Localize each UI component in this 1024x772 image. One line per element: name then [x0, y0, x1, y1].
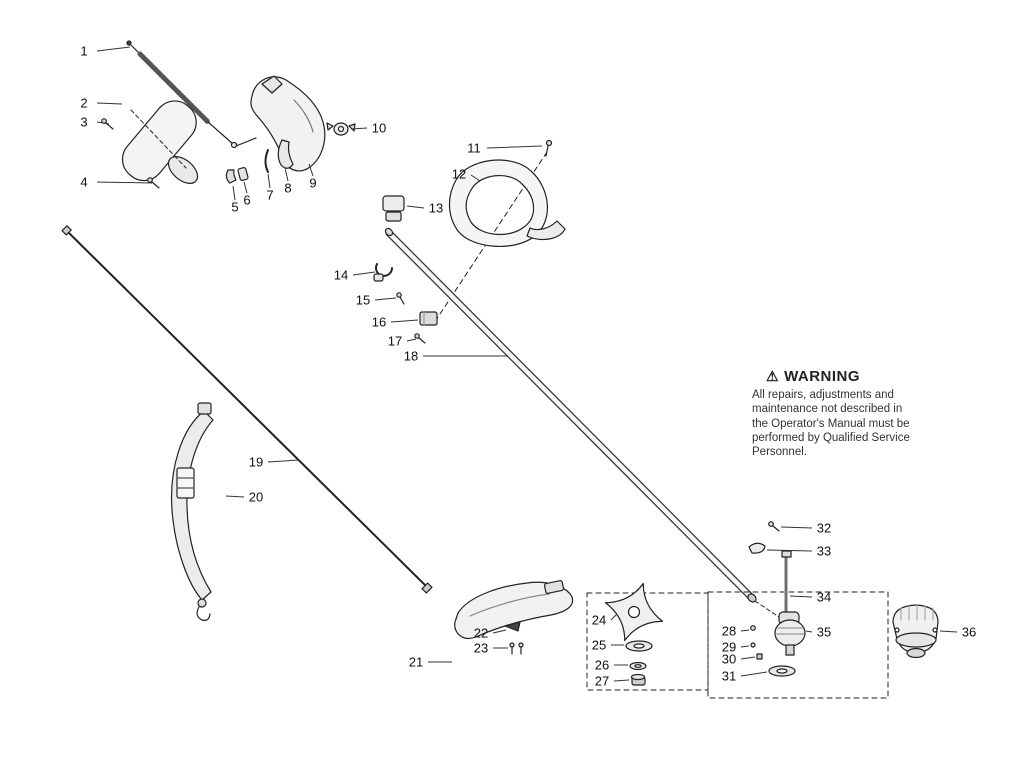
leader-lines-layer	[96, 46, 958, 682]
leader-line-4	[96, 181, 153, 184]
trigger-assembly-part	[225, 75, 326, 184]
warning-title-text: WARNING	[784, 368, 861, 385]
trimmer-head-part	[892, 604, 939, 659]
throttle-cable-part	[126, 40, 257, 149]
leader-line-33	[766, 549, 813, 552]
blade-stack-parts	[586, 582, 709, 691]
leader-line-5	[232, 185, 236, 201]
leader-line-36	[939, 630, 958, 633]
leader-line-8	[284, 167, 289, 182]
leader-line-13	[406, 205, 425, 209]
warning-icon: ⚠	[766, 368, 780, 384]
leader-line-2	[96, 102, 123, 105]
leader-line-15	[374, 297, 397, 301]
leader-line-34	[789, 595, 813, 598]
shoulder-strap-part	[170, 402, 214, 621]
leader-line-6	[243, 181, 248, 194]
warning-title: ⚠ WARNING	[752, 368, 916, 385]
handle-grip-part	[101, 100, 199, 189]
leader-line-35	[805, 630, 813, 633]
leader-line-20	[225, 495, 245, 498]
leader-line-29	[740, 645, 750, 648]
main-shaft-part	[384, 227, 757, 603]
leader-line-7	[267, 173, 271, 189]
leader-line-14	[352, 271, 376, 276]
leader-line-9	[308, 163, 314, 177]
leader-line-27	[613, 679, 630, 682]
leader-line-10	[350, 127, 368, 130]
shaft-clamp-parts	[373, 263, 438, 344]
leader-line-17	[406, 338, 417, 342]
loop-handle-part	[382, 139, 566, 321]
wing-nut-part	[326, 122, 356, 136]
debris-guard-part	[454, 580, 574, 655]
leader-line-19	[267, 459, 300, 463]
leader-line-22	[492, 629, 507, 634]
leader-line-28	[740, 629, 750, 632]
leader-line-11	[486, 145, 543, 149]
flexible-driveshaft-part	[61, 225, 433, 594]
leader-line-24	[610, 613, 618, 621]
leader-line-1	[96, 46, 131, 52]
gear-head-parts	[707, 521, 889, 699]
leader-line-16	[390, 319, 419, 323]
warning-body-text: All repairs, adjustments and maintenance…	[752, 389, 910, 458]
leader-line-30	[740, 656, 756, 660]
leader-line-32	[780, 526, 813, 529]
warning-note: ⚠ WARNING All repairs, adjustments and m…	[752, 368, 916, 459]
leader-line-31	[740, 671, 768, 677]
leader-line-12	[470, 174, 481, 182]
leader-line-3	[96, 121, 110, 125]
